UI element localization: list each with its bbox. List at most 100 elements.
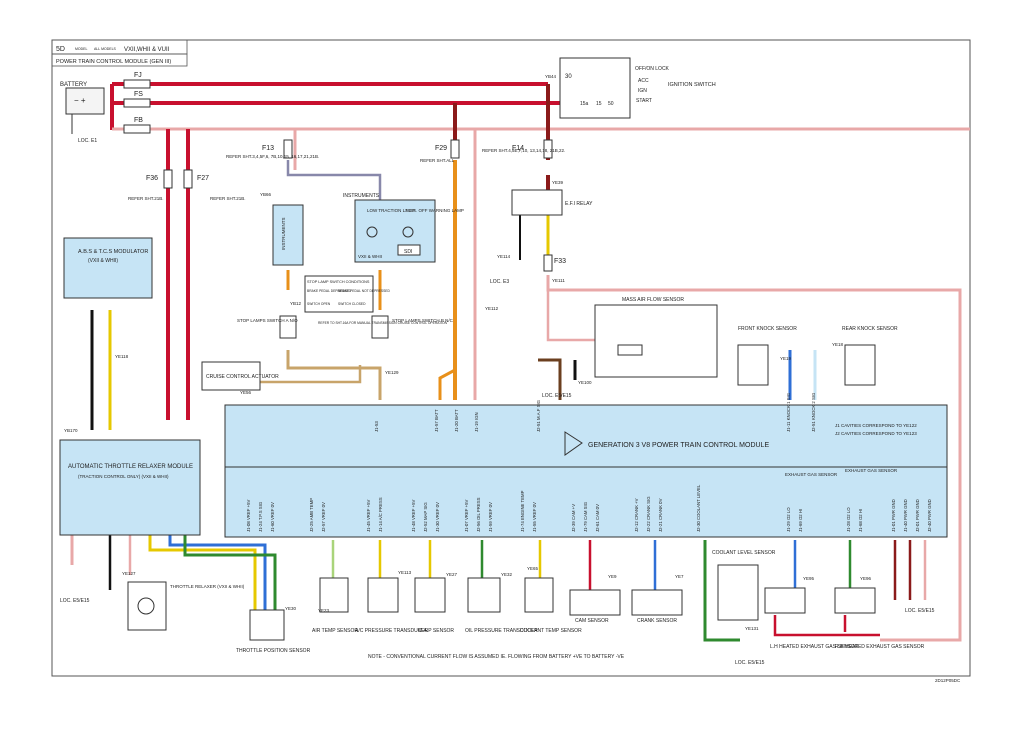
cav-note-1: J1 CAVITIES CORRESPOND TO YE122 <box>835 423 917 428</box>
wire-pink-maf <box>546 290 595 342</box>
throttle-relaxer-motor-icon <box>137 597 155 615</box>
fuse-f13: F13 <box>262 139 293 159</box>
pcm-top-pin-label: J1-11 KNOCK 1 SIG <box>786 392 791 432</box>
conn-ye95: YE95 <box>803 576 815 581</box>
pcm-pin-label: J1-08 VREF +5V <box>246 500 251 532</box>
coolant-level-label: COOLANT LEVEL SENSOR <box>712 550 776 556</box>
cam-sensor <box>569 589 621 616</box>
efi-relay-label: E.F.I RELAY <box>565 201 593 207</box>
stop-switch-a <box>279 315 297 339</box>
oil-pressure-label: OIL PRESSURE TRANSDUCER <box>465 628 538 634</box>
pcm-pin-label: J2-39 CAM +V <box>571 504 576 532</box>
pcm-pin-label: J2-52 MAP SIG <box>423 502 428 532</box>
atr-module <box>59 439 201 536</box>
pcm-pin-label: J1-48 VREF +5V <box>411 500 416 532</box>
refer-f27: REFER SHT.21B. <box>210 196 246 201</box>
conn-ye111: YE111 <box>552 278 565 283</box>
header-title-box <box>51 53 188 67</box>
exh-gas-2: EXHAUST GAS SENSOR <box>845 468 898 473</box>
stop-switch-a-label: STOP LAMPS SWITCH A N/O <box>237 318 298 323</box>
pcm-pin-label: J1-45 VREF +5V <box>366 500 371 532</box>
switch-closed: SWITCH CLOSED <box>338 302 366 306</box>
conn-ye113: YE113 <box>398 570 412 575</box>
conn-ye30: YE30 <box>285 606 297 611</box>
wire-heater-lh <box>773 615 880 637</box>
sdi-box <box>397 244 421 256</box>
conn-ye131: YE131 <box>745 626 759 631</box>
stop-lamp-conditions: STOP LAMP SWITCH CONDITIONS <box>307 280 370 284</box>
refer-f29: REFER SHT.ALL <box>420 158 455 163</box>
wire-f29-branch <box>438 368 456 400</box>
ign-pos-off: OFF/ON LOCK <box>635 66 670 72</box>
instrument-cluster <box>354 199 436 263</box>
oil-pressure-sensor <box>467 577 501 613</box>
ignition-switch-label: IGNITION SWITCH <box>668 82 716 88</box>
fuse-fj-label: FJ <box>134 72 142 79</box>
throttle-relaxer <box>127 581 167 631</box>
refer-f13: REFER SHT.3,4,5F,6, 7B,10,15, 16,17,21,2… <box>226 154 319 159</box>
pcm-top-pin-label: J1-57 BATT <box>434 409 439 432</box>
atr-label: AUTOMATIC THROTTLE RELAXER MODULE <box>68 464 193 470</box>
lh-o2-sensor <box>764 587 806 614</box>
conn-ye127: YE127 <box>122 571 136 576</box>
map-sensor <box>414 577 446 613</box>
loc-e5-gnd: LOC. E5/E15 <box>905 608 935 614</box>
header-model-label: MODEL <box>75 47 88 51</box>
header-variants: VXII,WHII & VUII <box>124 47 170 53</box>
tcs-off-lamp: T.C.S. OFF WARNING LAMP <box>405 208 464 213</box>
conn-ye118: YE118 <box>115 354 129 359</box>
lh-o2-label: L.H HEATED EXHAUST GAS SENSOR <box>770 644 859 650</box>
loc-e5-maf: LOC. E5/E15 <box>542 393 572 399</box>
brake-depressed: BRAKE PEDAL DEPRESSED <box>307 289 352 293</box>
pcm-top-pin-label: J1-53 <box>374 421 379 432</box>
pcm-pin-label: J1-59 VREF 0V <box>488 502 493 532</box>
conn-yb170: YB170 <box>64 428 78 433</box>
front-knock-label: FRONT KNOCK SENSOR <box>738 326 797 332</box>
tps-label: THROTTLE POSITION SENSOR <box>236 648 311 654</box>
rear-knock-label: REAR KNOCK SENSOR <box>842 326 898 332</box>
pcm-pin-label: J2-40 PWR GND <box>927 499 932 532</box>
wire-stop-tan <box>286 350 382 400</box>
pcm-pin-label: J2-12 CRANK +V <box>634 498 639 532</box>
wire-tps-blue <box>168 535 267 615</box>
fuse-f36-label: F36 <box>146 175 158 182</box>
vxii-whii-label: VXII & WHII <box>358 254 382 259</box>
conn-ye27: YE27 <box>446 572 458 577</box>
conn-ye9: YE9 <box>608 574 617 579</box>
coolant-temp-sensor <box>524 577 554 613</box>
air-temp-sensor <box>319 577 349 613</box>
pcm-pin-label: J1-40 PWR GND <box>903 499 908 532</box>
conn-ye56: YE56 <box>240 390 252 395</box>
rear-knock-sensor <box>844 344 876 386</box>
conn-ye100: YE100 <box>578 380 592 385</box>
low-traction-lamp: LOW TRACTION LAMP <box>367 208 415 213</box>
wire-fs <box>112 101 597 112</box>
pcm-pin-label: J2-61 CAM 0V <box>595 504 600 532</box>
tcs-lamp-icon <box>402 226 414 238</box>
fuse-f14: F14 <box>512 139 553 159</box>
conn-ye39: YE39 <box>552 180 564 185</box>
stop-switch-b <box>371 315 389 339</box>
fuse-f29-label: F29 <box>435 145 447 152</box>
conn-ye19: YE19 <box>780 356 792 361</box>
pcm-pin-label: J2-21 CRANK 0V <box>658 498 663 532</box>
pcm-pin-label: J1-29 O2 LO <box>786 507 791 532</box>
maf-resistor <box>617 344 643 356</box>
fuse-f33-label: F33 <box>554 258 566 265</box>
cam-label: CAM SENSOR <box>575 618 609 624</box>
fuse-f14-label: F14 <box>512 145 524 152</box>
current-flow-note: NOTE - CONVENTIONAL CURRENT FLOW IS ASSU… <box>368 654 625 660</box>
loc-e3: LOC. E3 <box>490 279 509 285</box>
exh-gas-1: EXHAUST GAS SENSOR <box>785 472 838 477</box>
pcm-pin-label: J1-01 PWR GND <box>891 499 896 532</box>
refer-f14: REFER SHT.4,5E,F,10, 13,14,18, 21B,22. <box>482 148 565 153</box>
conn-ye23: YE23 <box>318 608 330 613</box>
conn-ye18: YE18 <box>832 342 844 347</box>
pcm-pin-label: J2-22 CRANK SIG <box>646 496 651 532</box>
instruments-label: INSTRUMENTS <box>343 193 380 199</box>
fuse-fb: FB <box>123 117 151 134</box>
rh-o2-sensor <box>834 587 876 614</box>
low-traction-lamp-icon <box>366 226 378 238</box>
stop-lamp-table <box>304 275 374 313</box>
